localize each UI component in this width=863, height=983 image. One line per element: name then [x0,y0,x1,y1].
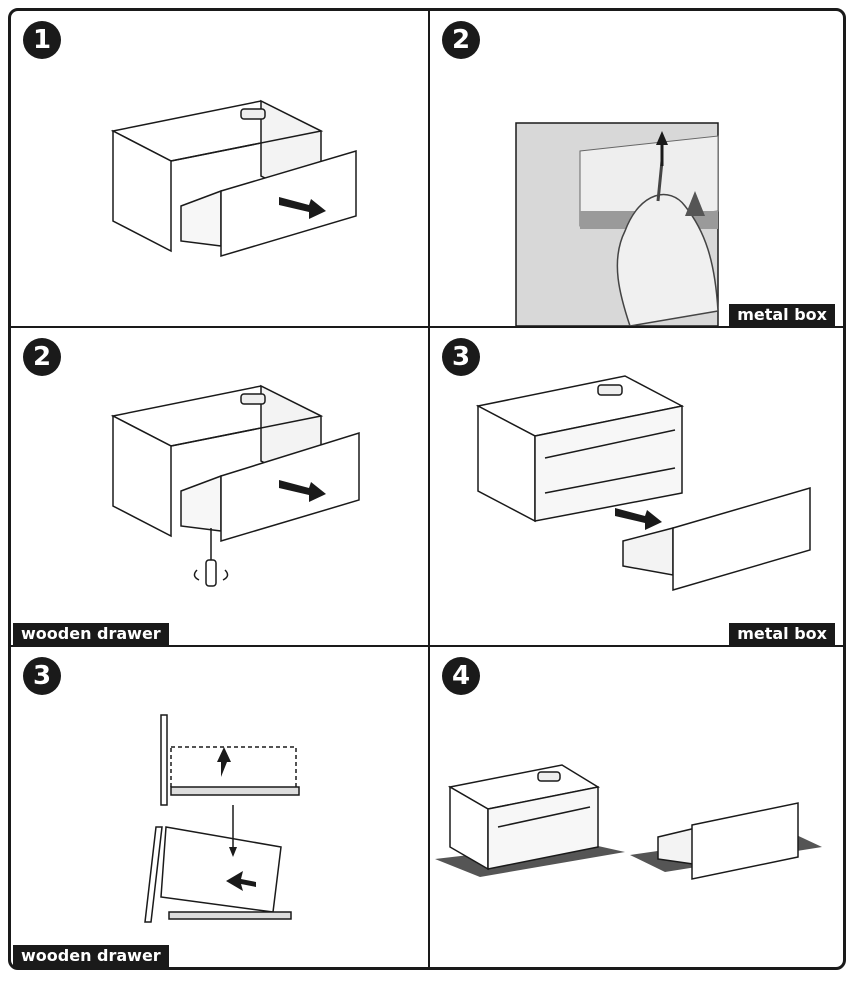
pull-arrow [279,197,326,219]
step-number-badge: 3 [442,338,480,376]
row-divider-2 [10,645,845,647]
row-divider-1 [10,326,845,328]
step-number-badge: 3 [23,657,61,695]
cabinet-screwdriver-illustration [110,384,360,587]
panel-step-1: 1 [11,11,428,326]
step-number-badge: 1 [23,21,61,59]
panel-step-3-wooden: 3 wooden drawer [11,647,428,967]
cabinet-drawer-out-illustration [110,99,357,258]
down-arrow [229,847,237,857]
section-tag-wooden-drawer: wooden drawer [13,945,169,967]
section-tag-metal-box: metal box [729,304,835,326]
pull-arrow [279,480,326,502]
panel-step-3-metal: 3 metal box [430,328,845,645]
hand-release-photo [515,122,719,326]
step-number-badge: 4 [442,657,480,695]
panel-step-2-wooden: 2 wooden drawer [11,328,428,645]
remove-arrow [615,508,662,530]
section-tag-metal-box: metal box [729,623,835,645]
drawer-side-view-illustration [144,714,300,923]
cabinet-and-drawer-on-floor-illustration [435,764,822,880]
left-arrow [226,871,256,891]
column-divider [428,10,430,968]
screwdriver-icon [193,528,229,587]
section-tag-wooden-drawer: wooden drawer [13,623,169,645]
panel-step-2-metal: 2 metal box [430,11,845,326]
up-arrow [217,747,231,777]
step-number-badge: 2 [442,21,480,59]
step-number-badge: 2 [23,338,61,376]
panel-step-4: 4 [430,647,845,967]
cabinet-drawer-removed-illustration [475,375,811,592]
